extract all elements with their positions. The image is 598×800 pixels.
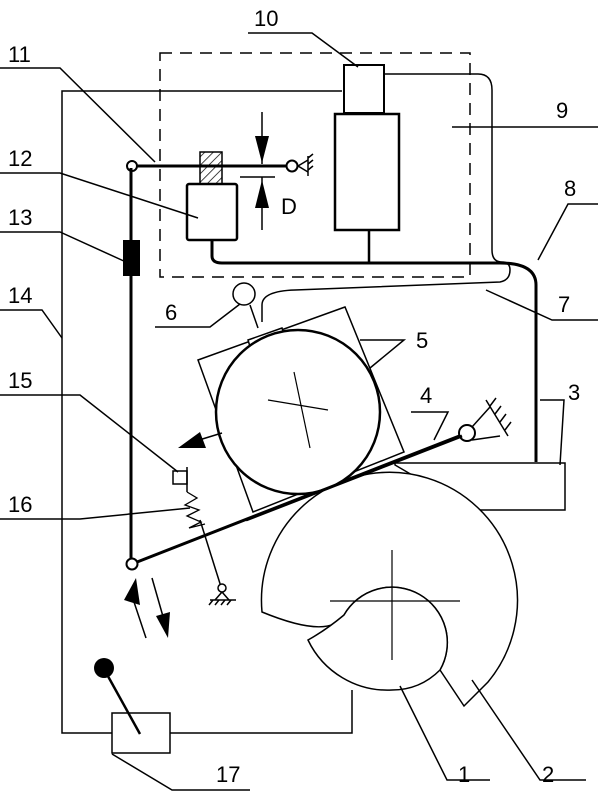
spring-coil — [183, 491, 206, 529]
valve-stem — [199, 151, 223, 185]
platform — [394, 462, 566, 511]
gap-arrows — [240, 112, 275, 230]
control-handle — [102, 668, 142, 735]
label-7: 7 — [558, 292, 570, 317]
drum-cross-b — [293, 371, 311, 449]
drum-roller — [214, 328, 382, 496]
ground-symbol-top — [297, 153, 314, 176]
spring-bottom-pivot — [217, 583, 227, 593]
ground-symbol-right — [471, 397, 512, 441]
label-2: 2 — [542, 762, 554, 787]
label-13: 13 — [8, 205, 32, 230]
label-11: 11 — [8, 42, 31, 67]
label-14: 14 — [8, 283, 32, 308]
label-10: 10 — [254, 6, 278, 31]
label-6: 6 — [165, 300, 177, 325]
sensor-stem — [249, 304, 259, 329]
lower-lever-top — [245, 434, 463, 522]
thick-pipe — [210, 240, 538, 462]
label-16: 16 — [8, 492, 32, 517]
label-12: 12 — [8, 146, 32, 171]
label-4: 4 — [420, 383, 432, 408]
label-gap-D: D — [281, 194, 297, 219]
spring-cap — [172, 470, 188, 485]
leader-lines — [0, 32, 598, 791]
spring-rod — [199, 519, 223, 591]
drum-direction-arrow — [178, 432, 206, 448]
sensor-head — [232, 282, 256, 306]
control-unit — [111, 712, 171, 754]
valve-body — [185, 182, 239, 242]
drum-cross-a — [267, 399, 329, 411]
label-9: 9 — [556, 98, 568, 123]
label-8: 8 — [564, 176, 576, 201]
upper-lever-fixed-pivot — [285, 159, 299, 173]
control-knob — [94, 658, 114, 678]
lower-lever-end-pivot — [125, 557, 139, 571]
label-5: 5 — [416, 328, 428, 353]
label-3: 3 — [568, 380, 580, 405]
inner-roller — [307, 586, 449, 691]
control-loop-line — [61, 90, 353, 734]
label-15: 15 — [8, 368, 32, 393]
inline-damper — [123, 240, 140, 276]
cylinder-body — [333, 112, 401, 232]
cylinder-head — [343, 64, 385, 114]
motion-arrows — [124, 577, 170, 639]
lower-lever-fixed-pivot — [458, 424, 476, 442]
label-1: 1 — [458, 762, 470, 787]
ground-symbol-bottom — [208, 591, 236, 606]
dashed-housing — [159, 52, 471, 278]
label-17: 17 — [216, 762, 240, 787]
